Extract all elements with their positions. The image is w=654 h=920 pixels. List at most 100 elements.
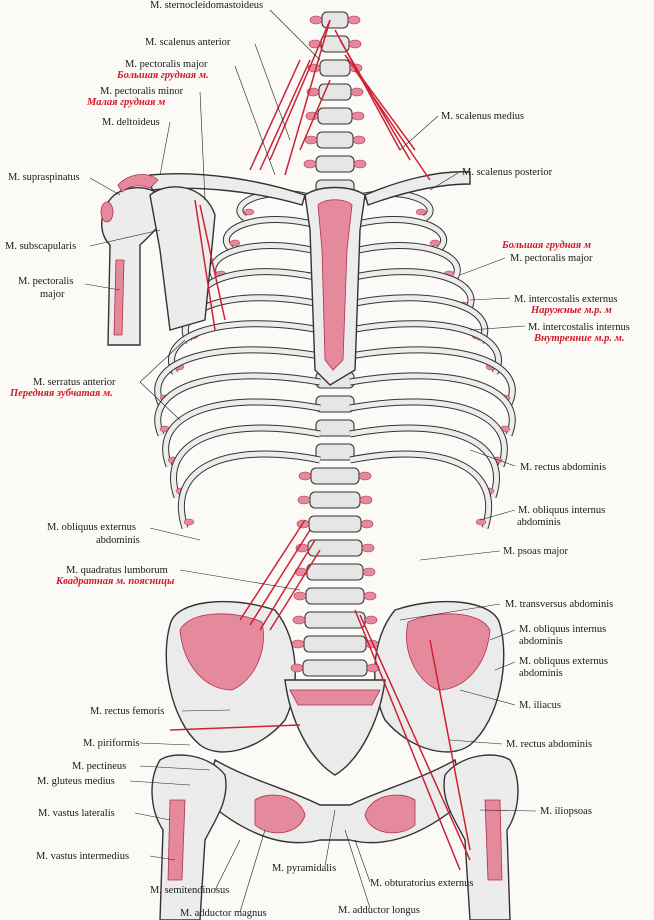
label-pectoralis-major-left-1: M. pectoralis — [18, 276, 74, 287]
leader-line — [489, 629, 516, 641]
label-adductor-magnus: M. adductor magnus — [180, 908, 267, 919]
vertebra — [315, 395, 355, 413]
leader-line — [469, 297, 511, 301]
vertebra-process — [293, 591, 307, 601]
vertebra-process — [291, 639, 305, 649]
vertebra-process — [358, 471, 372, 481]
vertebra — [318, 83, 352, 101]
vertebra-process — [292, 615, 306, 625]
muscle-line — [359, 614, 471, 861]
rib-right — [349, 321, 501, 375]
vertebra-process — [297, 495, 311, 505]
arm-attachments — [100, 174, 159, 336]
vertebra-process — [364, 615, 378, 625]
muscle-lines — [169, 19, 471, 871]
leader-line — [129, 780, 191, 786]
rib-left — [155, 373, 321, 436]
label-subscapularis: M. subscapularis — [5, 241, 77, 252]
muscle-line — [249, 529, 311, 626]
vertebra-process — [303, 159, 317, 169]
label-vastus-intermedius: M. vastus intermedius — [36, 851, 130, 862]
leader-line — [214, 839, 241, 891]
label-pectoralis-major-top: M. pectoralis major — [125, 59, 208, 70]
vertebra-process — [362, 567, 376, 577]
rib-right-outline — [349, 450, 493, 530]
muscle-line — [284, 19, 331, 176]
muscle-line — [194, 199, 216, 331]
vertebra — [309, 491, 361, 509]
vertebra — [303, 635, 367, 653]
vertebra — [319, 59, 351, 77]
leader-line — [181, 709, 231, 712]
label-pyramidalis: M. pyramidalis — [272, 863, 337, 874]
muscle-line — [239, 519, 306, 621]
pelvis-muscles — [179, 613, 491, 834]
muscle-line — [299, 79, 331, 151]
obturator-left — [254, 794, 306, 834]
deltoid-attachment — [117, 174, 159, 193]
rib-left — [155, 347, 321, 406]
muscle-line — [199, 204, 226, 321]
leader-line — [239, 829, 266, 913]
rib-attachment — [229, 239, 241, 247]
label-gluteus-medius: M. gluteus medius — [37, 776, 115, 787]
label-pectineus: M. pectineus — [72, 761, 127, 772]
leader-line — [344, 829, 371, 909]
ribcage — [154, 189, 516, 530]
leader-line — [254, 43, 291, 141]
rib-left — [171, 425, 321, 498]
label-obliquus-internus-lower-1: M. obliquus internus — [519, 624, 607, 635]
rib-attachment — [183, 518, 195, 526]
vertebra-process — [348, 39, 362, 49]
vertebra-process — [352, 135, 366, 145]
left-clavicle — [149, 173, 306, 206]
label-obliquus-internus-upper-2: abdominis — [517, 517, 561, 528]
vertebra-process — [359, 495, 373, 505]
vertebra — [306, 563, 364, 581]
rib-left — [182, 295, 321, 344]
vertebra — [321, 11, 349, 29]
leader-line — [494, 661, 516, 671]
vertebra — [315, 155, 355, 173]
leader-line — [234, 65, 276, 176]
leader-line — [139, 381, 181, 421]
label-iliopsoas: M. iliopsoas — [540, 806, 592, 817]
vertebra — [307, 539, 363, 557]
leader-line — [419, 550, 501, 561]
vertebra — [305, 587, 365, 605]
rib-right — [349, 425, 499, 498]
vertebra — [308, 515, 362, 533]
vertebra-process — [350, 87, 364, 97]
clavicles — [149, 171, 471, 206]
leader-line — [199, 91, 206, 201]
label-deltoideus: M. deltoideus — [102, 117, 160, 128]
label-intercostalis-externus: M. intercostalis externus — [514, 294, 618, 305]
vertebra-process — [361, 543, 375, 553]
rib-right — [349, 451, 492, 529]
label-transversus-abdominis: M. transversus abdominis — [505, 599, 614, 610]
label-ru-pectoralis-major-right: Большая грудная м — [502, 240, 592, 251]
label-rectus-abdominis-lower: M. rectus abdominis — [506, 739, 593, 750]
muscle-line — [249, 59, 301, 171]
leader-line — [479, 509, 516, 521]
rib-left-outline — [170, 424, 321, 499]
leader-line — [469, 449, 516, 467]
label-scalenus-posterior: M. scalenus posterior — [462, 167, 553, 178]
label-pectoralis-minor: M. pectoralis minor — [100, 86, 184, 97]
sternum-attachment — [317, 199, 353, 371]
label-vastus-lateralis: M. vastus lateralis — [38, 808, 115, 819]
rib-right — [349, 243, 460, 282]
label-obliquus-externus-left-1: M. obliquus externus — [47, 522, 136, 533]
vertebra-process — [347, 15, 361, 25]
muscle-line — [354, 609, 461, 871]
rib-right — [349, 216, 447, 251]
femur-attachments — [167, 799, 503, 881]
vertebra-process — [304, 135, 318, 145]
muscle-line — [354, 69, 431, 181]
label-obliquus-internus-upper-1: M. obliquus internus — [518, 505, 606, 516]
label-ru-serratus-anterior: Передняя зубчатая м. — [10, 388, 113, 399]
vertebra-process — [290, 663, 304, 673]
vertebra-process — [353, 159, 367, 169]
muscle-line — [259, 59, 311, 171]
